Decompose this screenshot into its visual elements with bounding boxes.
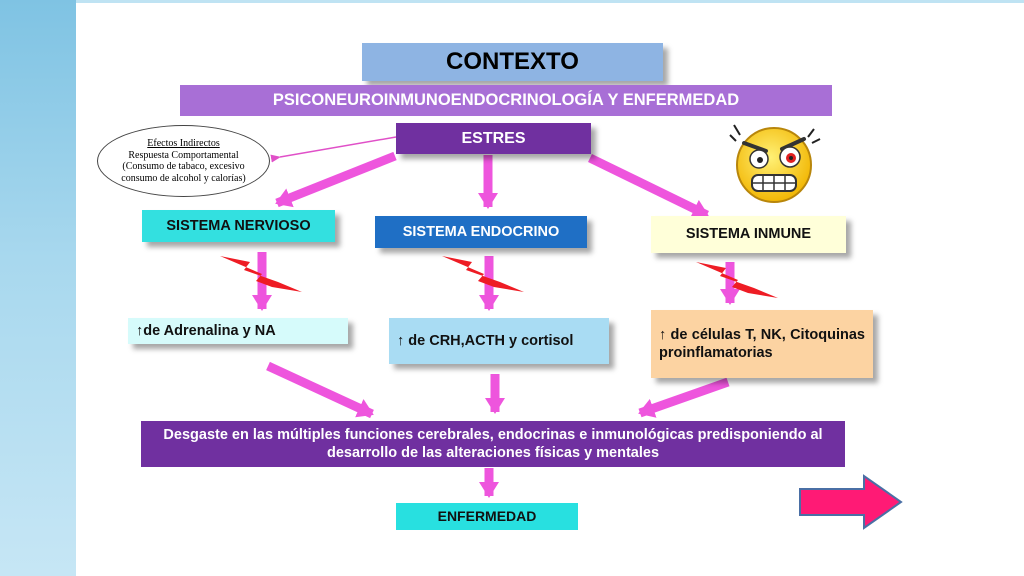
next-arrow-icon[interactable]	[799, 474, 903, 530]
efectos-heading: Efectos Indirectos	[147, 138, 220, 149]
arrow-nervioso-result-to-desgaste	[266, 361, 374, 419]
node-sistema-inmune: SISTEMA INMUNE	[651, 216, 846, 253]
arrow-estres-to-nervioso	[275, 151, 397, 208]
node-estres: ESTRES	[396, 123, 591, 154]
page-title: CONTEXTO	[362, 43, 663, 81]
node-desgaste: Desgaste en las múltiples funciones cere…	[141, 421, 845, 467]
top-border-line	[76, 0, 1024, 3]
node-enfermedad: ENFERMEDAD	[396, 503, 578, 530]
node-sistema-nervioso: SISTEMA NERVIOSO	[142, 210, 335, 242]
side-decoration-band	[0, 0, 76, 576]
lightning-bolt-icon	[220, 256, 302, 292]
node-result-inmune: ↑ de células T, NK, Citoquinas proinflam…	[651, 310, 873, 378]
arrow-estres-to-inmune	[588, 153, 709, 220]
arrow-estres-to-efectos	[270, 136, 397, 163]
efectos-line-1: Respuesta Comportamental	[128, 149, 239, 161]
node-efectos-indirectos: Efectos Indirectos Respuesta Comportamen…	[97, 125, 270, 197]
node-result-nervioso: ↑de Adrenalina y NA	[128, 318, 348, 344]
stressed-face-icon	[729, 124, 821, 203]
efectos-line-3: consumo de alcohol y calorías)	[121, 172, 246, 184]
page-subtitle: PSICONEUROINMUNOENDOCRINOLOGÍA Y ENFERME…	[180, 85, 832, 116]
arrow-inmune-result-to-desgaste	[638, 377, 730, 418]
lightning-bolt-icon	[696, 262, 778, 298]
efectos-line-2: (Consumo de tabaco, excesivo	[122, 161, 245, 172]
node-sistema-endocrino: SISTEMA ENDOCRINO	[375, 216, 587, 248]
lightning-bolt-icon	[442, 256, 524, 292]
node-result-endocrino: ↑ de CRH,ACTH y cortisol	[389, 318, 609, 364]
